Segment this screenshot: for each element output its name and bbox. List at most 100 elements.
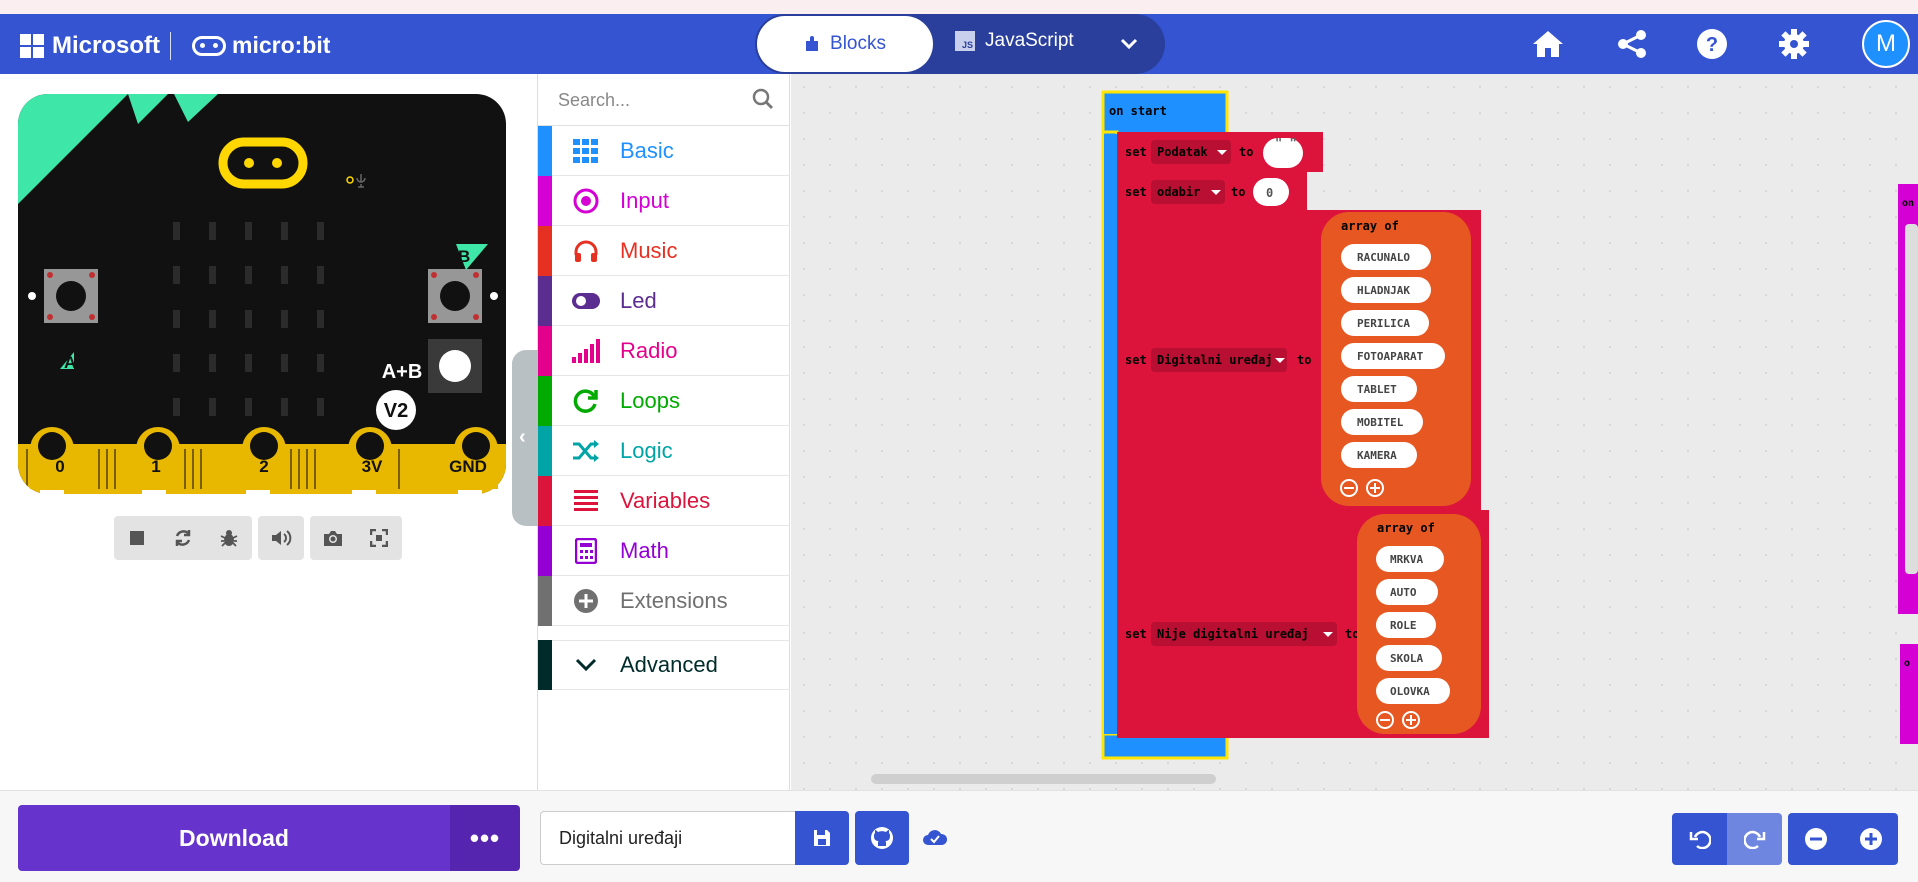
stop-icon[interactable] <box>114 516 160 560</box>
undo-button[interactable] <box>1672 813 1727 865</box>
set3-variable[interactable]: Digitalni uređaj <box>1157 353 1273 367</box>
add-item-icon[interactable] <box>1366 479 1384 497</box>
button-b[interactable] <box>428 269 482 323</box>
help-icon[interactable]: ? <box>1694 26 1730 62</box>
category-music[interactable]: Music <box>538 225 790 276</box>
array-item[interactable]: ROLE <box>1390 619 1417 632</box>
category-label: Led <box>620 287 657 313</box>
user-avatar[interactable]: M <box>1862 20 1910 68</box>
offscreen-block-1[interactable]: on <box>1898 184 1918 614</box>
category-radio[interactable]: Radio <box>538 325 790 376</box>
add-item-icon[interactable] <box>1402 711 1420 729</box>
set-keyword: set <box>1125 353 1147 367</box>
to-keyword: to <box>1239 145 1253 159</box>
button-ab-label: A+B <box>382 361 423 383</box>
chevron-down-icon[interactable] <box>1120 34 1138 55</box>
array-item[interactable]: OLOVKA <box>1390 685 1430 698</box>
array-item[interactable]: KAMERA <box>1357 449 1397 462</box>
zoom-in-button[interactable] <box>1843 813 1898 865</box>
search-icon[interactable] <box>752 88 774 110</box>
category-input[interactable]: Input <box>538 175 790 226</box>
category-extensions[interactable]: Extensions <box>538 575 790 626</box>
button-b-label: B <box>458 247 470 266</box>
set1-variable[interactable]: Podatak <box>1157 145 1208 159</box>
mute-icon[interactable] <box>258 516 304 560</box>
array-item[interactable]: TABLET <box>1357 383 1397 396</box>
array-item[interactable]: AUTO <box>1390 586 1417 599</box>
microsoft-logo[interactable]: Microsoft <box>20 32 160 60</box>
set-nije-digitalni-block[interactable]: set Nije digitalni uređaj to array of MR… <box>1117 510 1489 738</box>
category-logic[interactable]: Logic <box>538 425 790 476</box>
avatar-initial: M <box>1876 30 1896 57</box>
tab-blocks[interactable]: Blocks <box>757 16 933 72</box>
more-options-button[interactable]: ••• <box>450 805 520 871</box>
microphone-icon <box>356 174 366 188</box>
cloud-sync-icon[interactable] <box>922 827 948 847</box>
save-icon <box>814 830 830 846</box>
save-button[interactable] <box>795 811 849 865</box>
array-item[interactable]: MOBITEL <box>1357 416 1404 429</box>
undo-icon <box>1689 830 1711 849</box>
touch-logo-icon[interactable] <box>218 137 308 189</box>
set-odabir-block[interactable]: set odabir to 0 <box>1117 172 1307 210</box>
category-advanced[interactable]: Advanced <box>538 640 790 690</box>
category-led[interactable]: Led <box>538 275 790 326</box>
array-item[interactable]: PERILICA <box>1357 317 1410 330</box>
remove-item-icon[interactable] <box>1340 479 1358 497</box>
workspace-scrollbar[interactable] <box>871 774 1216 784</box>
microbit-board[interactable]: 0 1 2 3V GND <box>18 94 506 494</box>
editor-mode-toggle: Blocks JS JavaScript <box>755 14 1165 74</box>
github-button[interactable] <box>855 811 909 865</box>
category-loops[interactable]: Loops <box>538 375 790 426</box>
search-input[interactable] <box>558 88 748 112</box>
button-a[interactable] <box>44 269 98 323</box>
edge-label-2: o <box>1904 658 1910 669</box>
edge-label-1: on <box>1902 198 1914 209</box>
blocks-workspace[interactable]: on start set Podatak to " " set odabir t… <box>791 74 1918 790</box>
brand-label: Microsoft <box>52 32 160 59</box>
category-label: Variables <box>620 487 711 513</box>
simulator-toolbar <box>114 516 402 560</box>
download-button[interactable]: Download <box>18 805 450 871</box>
restart-icon[interactable] <box>160 516 206 560</box>
category-math[interactable]: Math <box>538 525 790 576</box>
collapse-simulator-tab[interactable]: ‹ <box>512 350 540 526</box>
blocks-canvas: on start set Podatak to " " set odabir t… <box>1101 90 1918 760</box>
set-digitalni-block[interactable]: set Digitalni uređaj to array of RACUNAL… <box>1117 210 1481 510</box>
debug-icon[interactable] <box>206 516 252 560</box>
array-item[interactable]: FOTOAPARAT <box>1357 350 1424 363</box>
home-icon[interactable] <box>1530 26 1566 62</box>
set1-value[interactable]: " " <box>1275 136 1297 150</box>
remove-item-icon[interactable] <box>1376 711 1394 729</box>
category-basic[interactable]: Basic <box>538 125 790 176</box>
set2-variable[interactable]: odabir <box>1157 185 1200 199</box>
pin-3v-label: 3V <box>362 457 383 476</box>
button-ab[interactable] <box>439 350 471 382</box>
list-lines-icon <box>564 489 608 512</box>
tab-javascript[interactable]: JS JavaScript <box>955 30 1074 52</box>
settings-icon[interactable] <box>1776 26 1812 62</box>
array-item[interactable]: HLADNJAK <box>1357 284 1410 297</box>
category-variables[interactable]: Variables <box>538 475 790 526</box>
pin-0-label: 0 <box>55 457 64 476</box>
set4-variable[interactable]: Nije digitalni uređaj <box>1157 627 1309 641</box>
share-icon[interactable] <box>1614 26 1650 62</box>
set2-value[interactable]: 0 <box>1266 186 1273 200</box>
array-item[interactable]: RACUNALO <box>1357 251 1410 264</box>
fullscreen-icon[interactable] <box>356 516 402 560</box>
set-podatak-block[interactable]: set Podatak to " " <box>1117 132 1323 172</box>
toolbox-search <box>538 74 790 126</box>
screenshot-icon[interactable] <box>310 516 356 560</box>
array-of-label: array of <box>1377 521 1435 535</box>
array-item[interactable]: MRKVA <box>1390 553 1423 566</box>
redo-button[interactable] <box>1727 813 1782 865</box>
set-keyword: set <box>1125 185 1147 199</box>
zoom-out-button[interactable] <box>1788 813 1843 865</box>
microbit-face-icon <box>192 35 226 56</box>
offscreen-block-2[interactable]: o <box>1900 644 1918 744</box>
version-badge: V2 <box>384 400 408 422</box>
minus-circle-icon <box>1804 828 1827 850</box>
project-name-input[interactable] <box>540 811 795 865</box>
array-item[interactable]: SKOLA <box>1390 652 1423 665</box>
microbit-logo[interactable]: micro:bit <box>192 32 330 59</box>
